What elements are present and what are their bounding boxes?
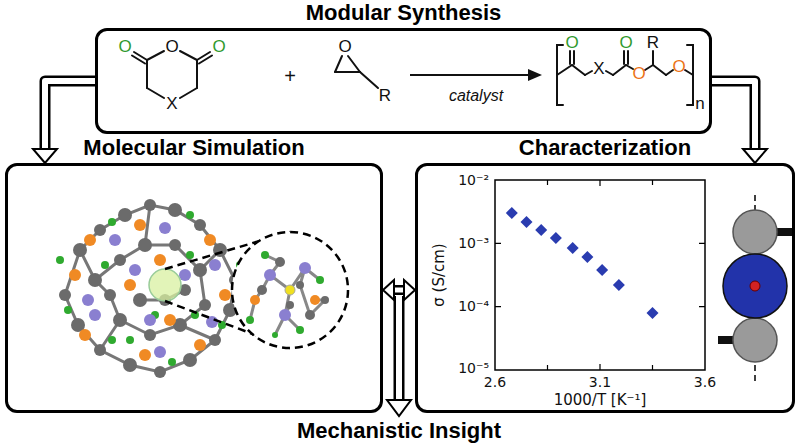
anhydride-structure bbox=[132, 51, 212, 98]
tick-label: 10⁻³ bbox=[458, 236, 489, 251]
arrow-fill bbox=[712, 81, 755, 150]
atom-label: + bbox=[284, 65, 296, 87]
atom-label: O bbox=[632, 65, 645, 84]
arrow-head bbox=[383, 280, 394, 300]
arrow-outline bbox=[712, 81, 755, 150]
atom-label: O bbox=[118, 38, 131, 57]
atom-label: O bbox=[165, 38, 178, 57]
atom-label: O bbox=[619, 34, 632, 53]
molecular-cluster bbox=[56, 199, 254, 378]
atom-label: O bbox=[212, 38, 225, 57]
hollow-arrow bbox=[383, 280, 415, 300]
cell-icon bbox=[718, 195, 792, 385]
arrow-head bbox=[33, 149, 57, 163]
hollow-arrow bbox=[712, 81, 767, 163]
panel-box: Molecular Simulation bbox=[5, 163, 383, 413]
panel-heading: Modular Synthesis bbox=[302, 0, 506, 26]
axis-label: σ (S/cm) bbox=[431, 243, 448, 306]
arrow-head bbox=[743, 149, 767, 163]
panel-heading: Characterization bbox=[515, 135, 695, 161]
tick-label: 10⁻² bbox=[458, 173, 489, 188]
zoom-inset bbox=[165, 232, 348, 348]
arrow-head bbox=[404, 280, 415, 300]
atom-label: O bbox=[672, 58, 685, 77]
insight-label: Mechanistic Insight bbox=[297, 419, 501, 443]
conductivity-plot bbox=[495, 180, 705, 370]
atom-label: O bbox=[338, 38, 351, 57]
panel-heading: Molecular Simulation bbox=[79, 135, 308, 161]
atom-label: catalyst bbox=[449, 87, 503, 105]
axis-label: 1000/T [K⁻¹] bbox=[554, 392, 647, 409]
tick-label: 3.6 bbox=[694, 375, 716, 390]
atom-label: O bbox=[565, 34, 578, 53]
epoxide-structure bbox=[335, 56, 378, 88]
tick-label: 3.1 bbox=[589, 375, 611, 390]
tick-label: 2.6 bbox=[484, 375, 506, 390]
atom-label: R bbox=[647, 34, 659, 53]
polymer-structure bbox=[557, 45, 693, 105]
tick-label: 10⁻⁴ bbox=[458, 299, 489, 314]
atom-label: n bbox=[695, 95, 704, 114]
reaction-arrow bbox=[410, 69, 542, 81]
atom-label: R bbox=[379, 87, 391, 106]
atom-label: X bbox=[166, 95, 177, 114]
insight-arrow bbox=[387, 290, 411, 416]
atom-label: X bbox=[593, 60, 604, 79]
